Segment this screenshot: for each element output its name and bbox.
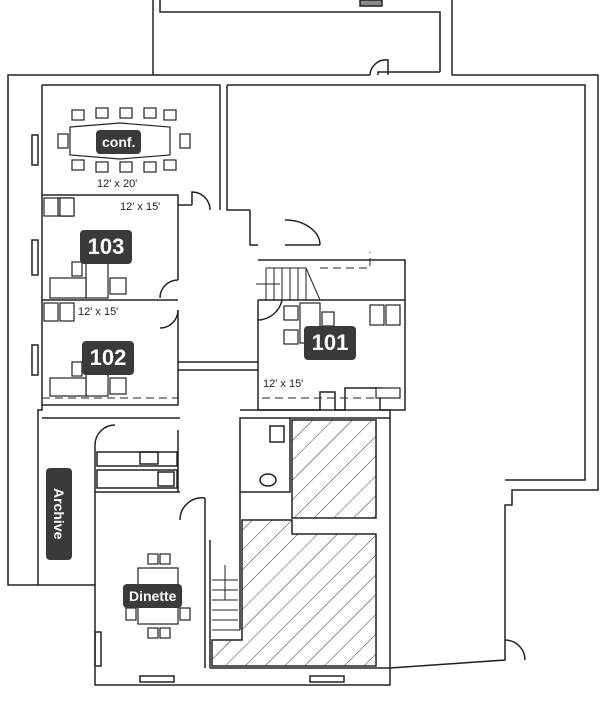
door-swing [257, 299, 283, 321]
toilet [259, 473, 277, 487]
door-swing [159, 309, 179, 329]
bathroom-sink [269, 425, 285, 443]
door-swing [369, 59, 389, 76]
room-label-conf: conf. [96, 130, 142, 154]
room-size-102: 12' x 15' [78, 306, 119, 318]
door-swing [159, 279, 179, 299]
room-size-103: 12' x 15' [120, 201, 161, 213]
room-size-conf: 12' x 20' [97, 178, 138, 190]
hatched-area [291, 419, 377, 519]
exterior-wall [389, 0, 599, 669]
room-label-103: 103 [80, 230, 132, 264]
room-label-101: 101 [304, 326, 356, 360]
wall [37, 85, 391, 686]
room-label-102: 102 [82, 341, 134, 375]
stove [157, 471, 175, 487]
door-swing [191, 191, 211, 211]
room-label-dinette: Dinette [123, 584, 183, 608]
door-swing [179, 497, 206, 521]
wall [159, 0, 441, 72]
door-swing [94, 424, 116, 446]
exterior-wall [7, 74, 370, 586]
room-label-archive: Archive [46, 468, 72, 560]
room-size-101: 12' x 15' [263, 378, 304, 390]
door-swing [504, 639, 526, 661]
door-swing [284, 219, 321, 246]
hatched-area [211, 519, 377, 667]
vent [359, 0, 383, 7]
sink [139, 451, 159, 465]
